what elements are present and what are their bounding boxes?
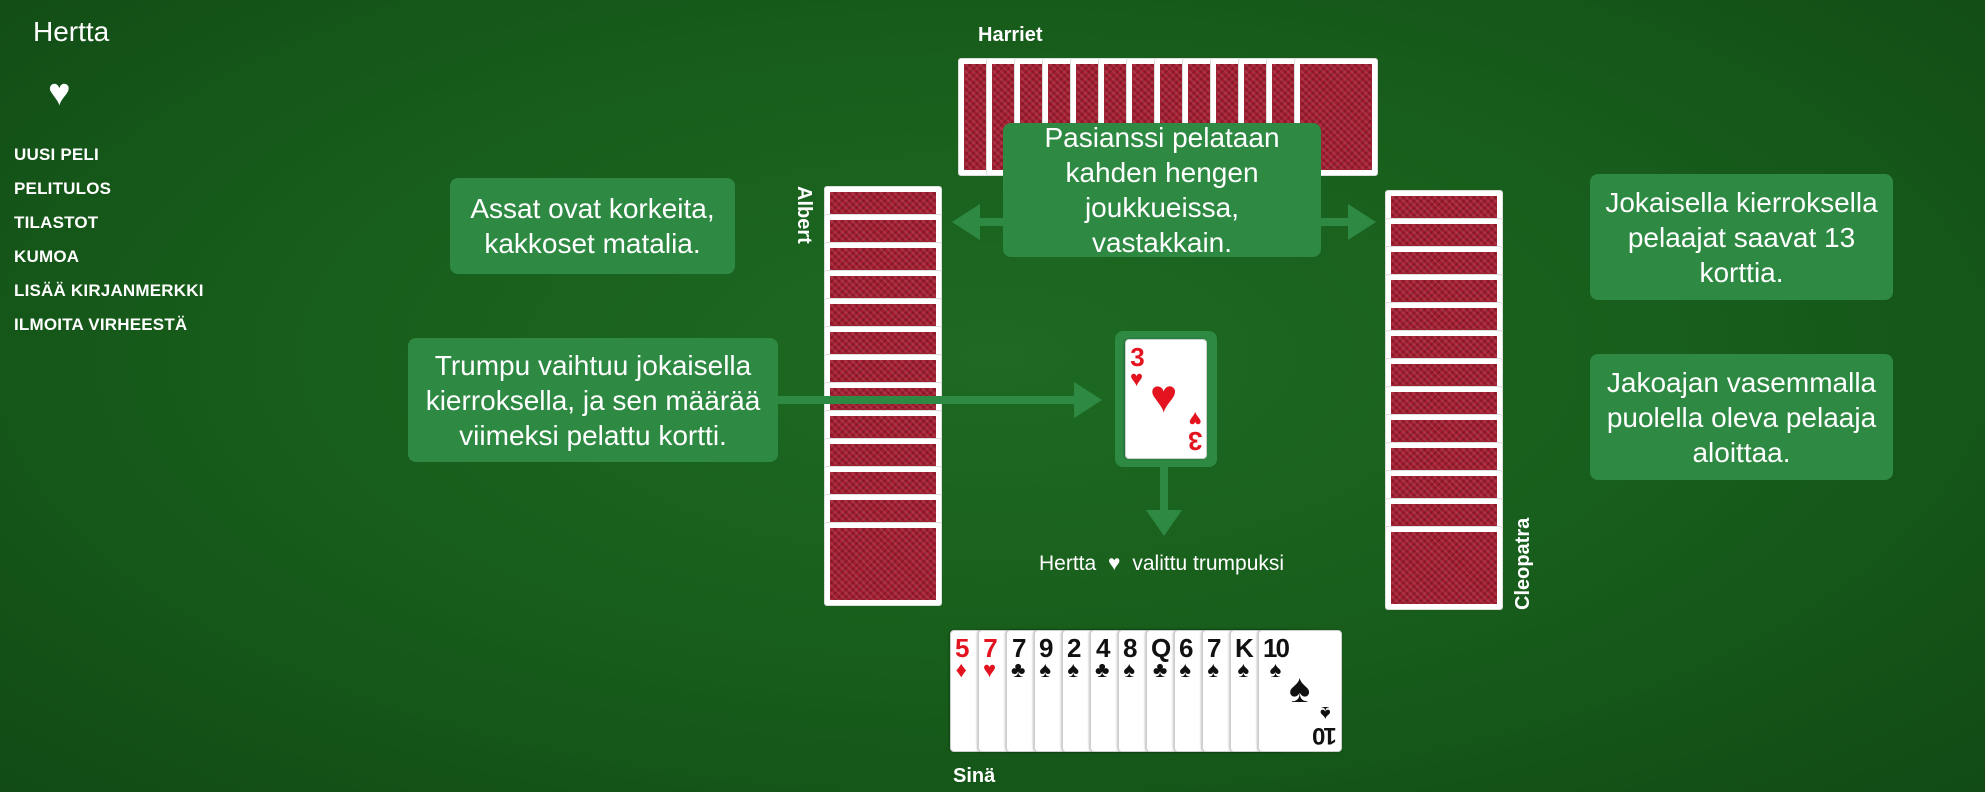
heart-icon: ♥ (1108, 552, 1121, 575)
trump-card[interactable]: 3 ♥ ♥ 3 ♥ (1125, 339, 1207, 459)
hand-card-corner: 9♠ (1039, 633, 1054, 682)
suit-icon: ♣ (1095, 657, 1110, 682)
arrow-trump-head (1074, 382, 1102, 418)
arrow-team-right-head (1348, 204, 1376, 240)
suit-icon: ♠ (1039, 657, 1052, 682)
trump-status-text: valittu trumpuksi (1132, 552, 1285, 575)
player-hand: 5♦7♥7♣9♠2♠4♣8♠Q♣6♠7♠K♠10♠♠10♠ (950, 630, 1380, 754)
heart-icon: ♥ (1188, 407, 1202, 432)
hand-card-rank: 9 (1039, 633, 1054, 663)
heart-icon: ♥ (48, 72, 71, 114)
hand-card-corner: 7♣ (1011, 633, 1027, 682)
hand-card-corner: K♠ (1235, 633, 1254, 682)
trump-card-rank: 3 (1130, 342, 1144, 372)
suit-icon: ♠ (1237, 657, 1250, 682)
hand-card-corner: 5♦ (955, 633, 970, 682)
suit-icon: ♣ (1011, 657, 1026, 682)
menu-report-bug[interactable]: ILMOITA VIRHEESTÄ (14, 315, 188, 334)
card-back-right (1385, 526, 1503, 610)
menu-add-bookmark[interactable]: LISÄÄ KIRJANMERKKI (14, 281, 204, 300)
trump-card-corner-bottom: 3 ♥ (1188, 407, 1202, 456)
menu-statistics[interactable]: TILASTOT (14, 213, 99, 232)
heart-icon: ♥ (1130, 366, 1144, 391)
trump-status-suit-name: Hertta (1039, 552, 1097, 575)
suit-icon: ♠ (1320, 702, 1331, 724)
hand-card-rank: 2 (1067, 633, 1082, 663)
hand-card-corner: 10♠ (1263, 633, 1290, 682)
tip-start: Jakoajan vasemmalla puolella oleva pelaa… (1590, 354, 1893, 480)
app-title: Hertta (33, 16, 110, 47)
hand-card[interactable]: 10♠♠10♠ (1258, 630, 1342, 752)
trump-status: Hertta ♥ valittu trumpuksi (1039, 552, 1284, 576)
arrow-team-left-head (952, 204, 980, 240)
suit-icon: ♠ (1269, 657, 1282, 682)
hand-card-rank: 5 (955, 633, 970, 663)
menu-undo[interactable]: KUMOA (14, 247, 80, 266)
hand-card-corner: 4♣ (1095, 633, 1111, 682)
hand-card-rank: 10 (1263, 633, 1290, 663)
hand-card-rank: 7 (1011, 633, 1027, 663)
card-back-left (824, 522, 942, 606)
suit-icon: ♥ (983, 657, 997, 682)
suit-icon: ♦ (955, 657, 967, 682)
hand-card-rank: 6 (1179, 633, 1194, 663)
heart-icon: ♥ (1150, 370, 1178, 422)
main-menu: UUSI PELI PELITULOS TILASTOT KUMOA LISÄÄ… (14, 144, 204, 348)
menu-new-game[interactable]: UUSI PELI (14, 145, 99, 164)
hand-card-corner: 6♠ (1179, 633, 1194, 682)
hand-card-corner: 8♠ (1123, 633, 1138, 682)
hand-card-rank: 4 (1095, 633, 1111, 663)
arrow-down-head (1146, 510, 1182, 536)
hand-card-corner: 7♥ (983, 633, 998, 682)
player-name-bottom: Sinä (953, 765, 996, 787)
hand-card-corner-bottom: 10♠ (1314, 702, 1337, 749)
hand-card-rank: 8 (1123, 633, 1138, 663)
suit-icon: ♠ (1289, 667, 1311, 711)
trump-card-corner: 3 ♥ (1130, 342, 1145, 391)
hand-card-rank: K (1235, 633, 1254, 663)
hand-card-rank: 7 (1207, 633, 1222, 663)
tip-teams: Pasianssi pelataan kahden hengen joukkue… (1003, 122, 1321, 258)
hand-card-rank-bottom: 10 (1314, 722, 1337, 749)
hand-card-rank: Q (1151, 633, 1171, 663)
suit-icon: ♠ (1067, 657, 1080, 682)
hand-card-corner: 2♠ (1067, 633, 1082, 682)
suit-icon: ♣ (1152, 657, 1168, 682)
player-name-top: Harriet (978, 24, 1043, 46)
menu-game-result[interactable]: PELITULOS (14, 179, 112, 198)
tip-deal: Jokaisella kierroksella pelaajat saavat … (1590, 174, 1893, 300)
tip-aces: Assat ovat korkeita, kakkoset matalia. (450, 178, 735, 274)
hand-card-corner: 7♠ (1207, 633, 1222, 682)
opponent-hand-right (1385, 190, 1505, 610)
suit-icon: ♠ (1123, 657, 1136, 682)
hand-card-corner: Q♣ (1151, 633, 1171, 682)
tip-trump: Trumpu vaihtuu jokaisella kierroksella, … (408, 338, 778, 462)
suit-icon: ♠ (1207, 657, 1220, 682)
suit-icon: ♠ (1179, 657, 1192, 682)
hand-card-rank: 7 (983, 633, 997, 663)
